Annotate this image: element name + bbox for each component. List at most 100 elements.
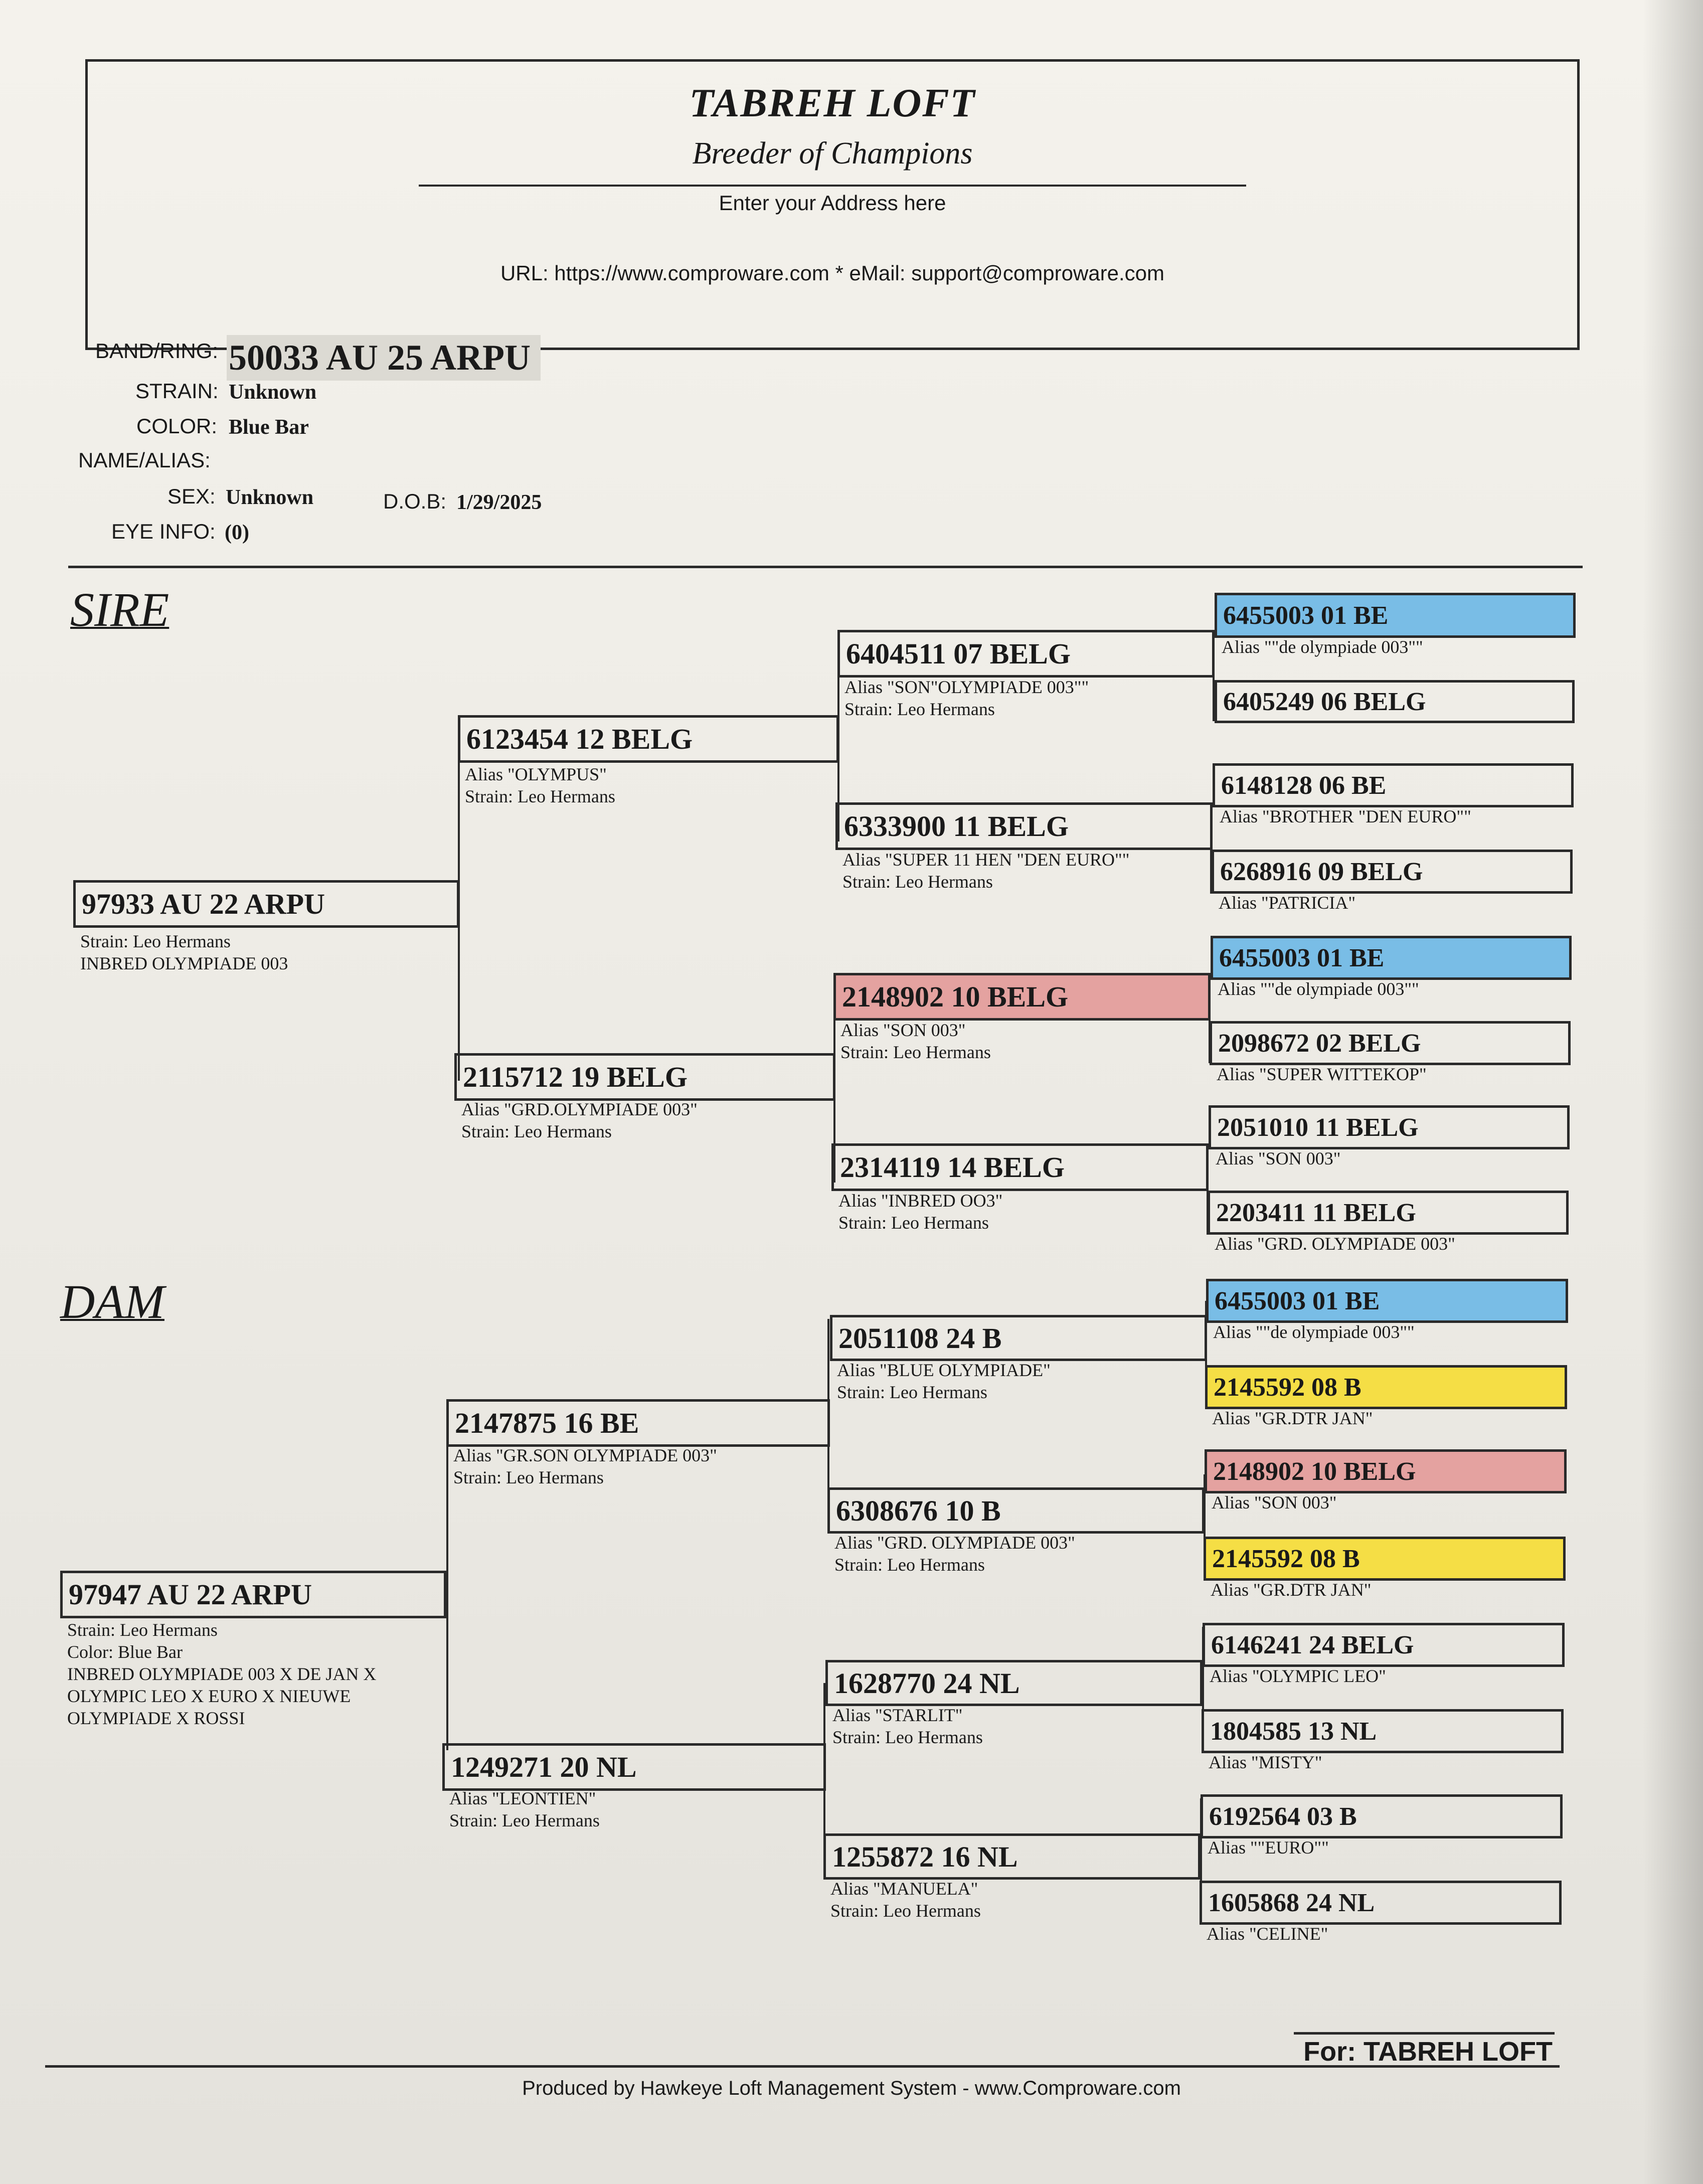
dds-sire-card[interactable]: 6146241 24 BELG Alias "OLYMPIC LEO" [1203,1623,1565,1686]
info-divider [68,566,1583,568]
dss-dam-card[interactable]: 2145592 08 B Alias "GR.DTR JAN" [1205,1365,1567,1428]
dss-sire-note: Alias ""de olympiade 003"" [1213,1322,1415,1342]
dss-sire-card[interactable]: 6455003 01 BE Alias ""de olympiade 003"" [1206,1279,1568,1342]
ss-sire-card[interactable]: 6404511 07 BELG Alias "SON"OLYMPIADE 003… [837,630,1215,719]
sdd-sire-note: Alias "SON 003" [1216,1148,1341,1168]
footer-produced: Produced by Hawkeye Loft Management Syst… [522,2077,1181,2099]
dsd-dam-notes: Alias "GR.DTR JAN" [1211,1579,1371,1601]
dds-dam-card[interactable]: 1804585 13 NL Alias "MISTY" [1202,1709,1564,1772]
color-label: COLOR: [136,414,218,438]
sdd-dam-card[interactable]: 2203411 11 BELG Alias "GRD. OLYMPIADE 00… [1208,1191,1569,1254]
ddd-sire-card[interactable]: 6192564 03 B Alias ""EURO"" [1201,1794,1563,1858]
ssd-dam-card[interactable]: 6268916 09 BELG Alias "PATRICIA" [1212,850,1573,913]
sire-card[interactable]: 97933 AU 22 ARPU Strain: Leo Hermans INB… [73,880,459,973]
sss-dam-band: 6405249 06 BELG [1215,680,1575,723]
sds-dam-card[interactable]: 2098672 02 BELG Alias "SUPER WITTEKOP" [1210,1021,1571,1084]
ss-dam-band: 6333900 11 BELG [835,802,1213,850]
tagline: Breeder of Champions [692,136,973,171]
sss-sire-notes: Alias ""de olympiade 003"" [1222,636,1423,658]
sdd-sire-card[interactable]: 2051010 11 BELG Alias "SON 003" [1209,1105,1570,1168]
ddd-sire-note: Alias ""EURO"" [1208,1837,1329,1858]
ss-dam-note: Strain: Leo Hermans [842,872,993,892]
band-value: 50033 AU 25 ARPU [227,335,541,381]
sire-section-title: SIRE [70,583,169,636]
ssd-sire-card[interactable]: 6148128 06 BE Alias "BROTHER "DEN EURO"" [1213,763,1574,826]
dsd-dam-note: Alias "GR.DTR JAN" [1211,1580,1372,1600]
sss-sire-card[interactable]: 6455003 01 BE Alias ""de olympiade 003"" [1215,593,1576,657]
sd-sire-note: Strain: Leo Hermans [840,1042,991,1062]
dam-note: Color: Blue Bar [67,1642,183,1662]
dsd-sire-card[interactable]: 2148902 10 BELG Alias "SON 003" [1205,1449,1567,1513]
dd-sire-card[interactable]: 1628770 24 NL Alias "STARLIT" Strain: Le… [825,1660,1203,1747]
dam-section-title: DAM [60,1275,164,1328]
dd-dam-band: 1255872 16 NL [823,1833,1201,1880]
sd-sire-band: 2148902 10 BELG [833,973,1211,1021]
connector-ds-dam [1204,1474,1206,1561]
dss-dam-band: 2145592 08 B [1205,1365,1567,1409]
dsd-sire-band: 2148902 10 BELG [1205,1449,1567,1493]
dam-sire-note: Strain: Leo Hermans [453,1467,604,1487]
sire-dam-notes: Alias "GRD.OLYMPIADE 003" Strain: Leo He… [461,1098,698,1142]
connector-dam [446,1419,448,1750]
dam-dam-note: Alias "LEONTIEN" [449,1788,596,1808]
ds-sire-notes: Alias "BLUE OLYMPIADE" Strain: Leo Herma… [837,1359,1051,1403]
sss-sire-band: 6455003 01 BE [1215,593,1576,638]
connector-ss-dam [1210,807,1212,894]
dam-note: Strain: Leo Hermans [67,1620,218,1640]
ddd-dam-card[interactable]: 1605868 24 NL Alias "CELINE" [1200,1881,1562,1944]
sss-dam-card[interactable]: 6405249 06 BELG [1215,680,1575,723]
sdd-dam-note: Alias "GRD. OLYMPIADE 003" [1215,1234,1455,1254]
dds-sire-band: 6146241 24 BELG [1203,1623,1565,1667]
eye-info-value: (0) [225,521,249,544]
page-shadow [1643,0,1703,2184]
dd-dam-card[interactable]: 1255872 16 NL Alias "MANUELA" Strain: Le… [823,1833,1201,1921]
sd-dam-note: Alias "INBRED OO3" [838,1191,1003,1211]
ssd-dam-note: Alias "PATRICIA" [1219,893,1356,913]
sds-sire-band: 6455003 01 BE [1211,936,1572,980]
ss-dam-card[interactable]: 6333900 11 BELG Alias "SUPER 11 HEN "DEN… [835,802,1213,892]
ss-dam-note: Alias "SUPER 11 HEN "DEN EURO"" [842,850,1130,870]
sire-dam-card[interactable]: 2115712 19 BELG Alias "GRD.OLYMPIADE 003… [454,1053,835,1141]
dsd-sire-note: Alias "SON 003" [1212,1492,1337,1513]
ds-dam-note: Strain: Leo Hermans [834,1555,985,1575]
sds-sire-card[interactable]: 6455003 01 BE Alias ""de olympiade 003"" [1211,936,1572,999]
footer-divider [45,2065,1560,2068]
color-value: Blue Bar [229,416,309,439]
contact-line: URL: https://www.comproware.com * eMail:… [500,261,1165,285]
ssd-dam-band: 6268916 09 BELG [1212,850,1573,894]
sire-sire-note: Strain: Leo Hermans [465,786,615,806]
dam-sire-card[interactable]: 2147875 16 BE Alias "GR.SON OLYMPIADE 00… [446,1399,830,1487]
connector-dd-sire [1202,1627,1204,1713]
sd-sire-note: Alias "SON 003" [840,1020,966,1040]
dob-label: D.O.B: [383,489,447,513]
sss-sire-note: Alias ""de olympiade 003"" [1222,637,1423,657]
dam-dam-card[interactable]: 1249271 20 NL Alias "LEONTIEN" Strain: L… [442,1743,826,1830]
sd-dam-notes: Alias "INBRED OO3" Strain: Leo Hermans [838,1190,1002,1234]
sd-sire-card[interactable]: 2148902 10 BELG Alias "SON 003" Strain: … [833,973,1211,1062]
ds-sire-card[interactable]: 2051108 24 B Alias "BLUE OLYMPIADE" Stra… [830,1315,1207,1402]
ddd-dam-note: Alias "CELINE" [1207,1924,1328,1944]
ddd-sire-band: 6192564 03 B [1201,1794,1563,1838]
ss-sire-band: 6404511 07 BELG [837,630,1215,678]
ds-dam-card[interactable]: 6308676 10 B Alias "GRD. OLYMPIADE 003" … [827,1487,1205,1575]
dsd-dam-card[interactable]: 2145592 08 B Alias "GR.DTR JAN" [1204,1537,1566,1600]
sex-label: SEX: [167,484,216,508]
dd-dam-notes: Alias "MANUELA" Strain: Leo Hermans [830,1878,981,1922]
footer-for: For: TABREH LOFT [1303,2037,1553,2067]
strain-value: Unknown [229,381,317,404]
dam-card[interactable]: 97947 AU 22 ARPU Strain: Leo Hermans Col… [60,1571,446,1728]
sd-dam-card[interactable]: 2314119 14 BELG Alias "INBRED OO3" Strai… [831,1143,1209,1233]
sire-sire-card[interactable]: 6123454 12 BELG Alias "OLYMPUS" Strain: … [458,715,839,806]
ddd-dam-notes: Alias "CELINE" [1207,1923,1328,1945]
dam-notes: Strain: Leo Hermans Color: Blue Bar INBR… [67,1619,376,1729]
dd-sire-notes: Alias "STARLIT" Strain: Leo Hermans [832,1704,983,1748]
dam-dam-note: Strain: Leo Hermans [449,1810,600,1830]
dam-sire-notes: Alias "GR.SON OLYMPIADE 003" Strain: Leo… [453,1444,717,1488]
sire-sire-note: Alias "OLYMPUS" [465,764,607,784]
dsd-dam-band: 2145592 08 B [1204,1537,1566,1581]
sds-sire-notes: Alias ""de olympiade 003"" [1218,978,1419,1000]
band-label: BAND/RING: [95,339,219,363]
dam-note: OLYMPIADE X ROSSI [67,1708,245,1728]
ddd-dam-band: 1605868 24 NL [1200,1881,1562,1925]
